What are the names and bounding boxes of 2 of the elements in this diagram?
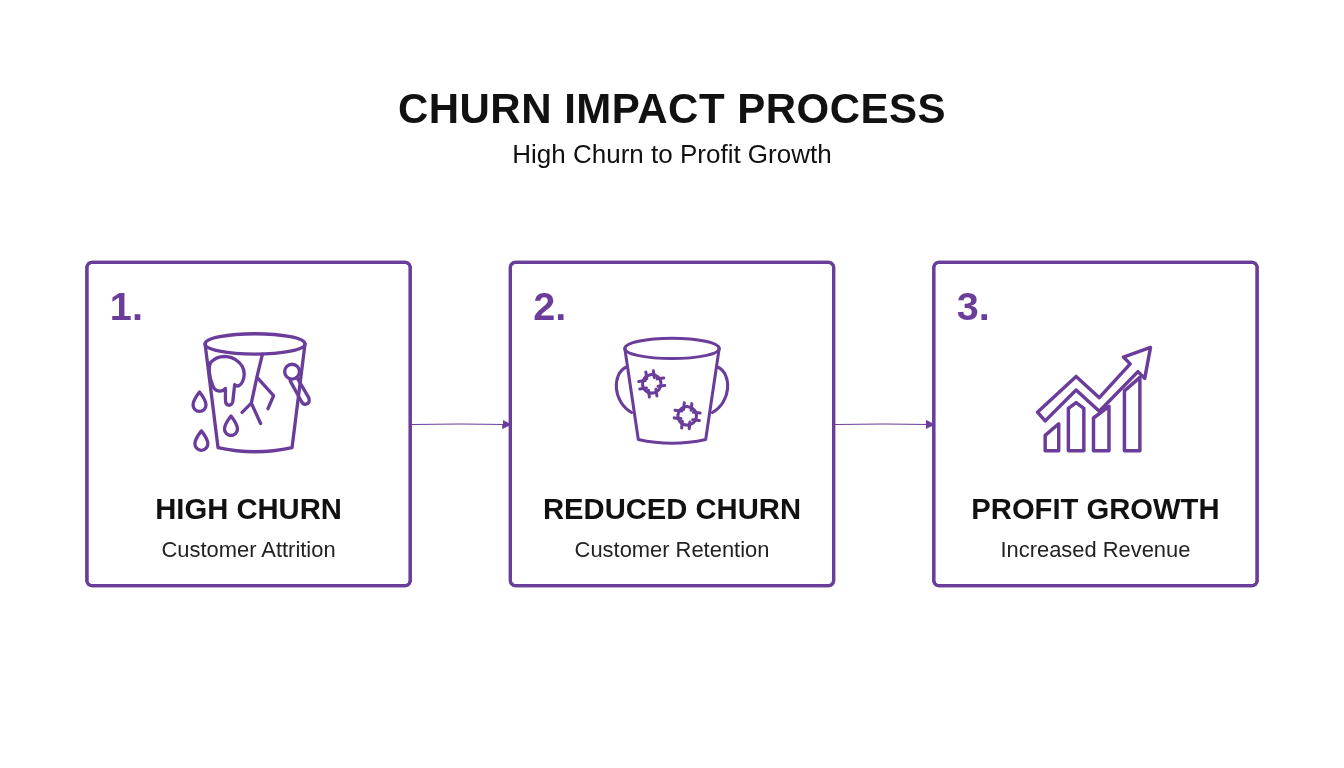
subtitle: High Churn to Profit Growth bbox=[512, 138, 832, 170]
title: CHURN IMPACT PROCESS bbox=[397, 84, 947, 134]
